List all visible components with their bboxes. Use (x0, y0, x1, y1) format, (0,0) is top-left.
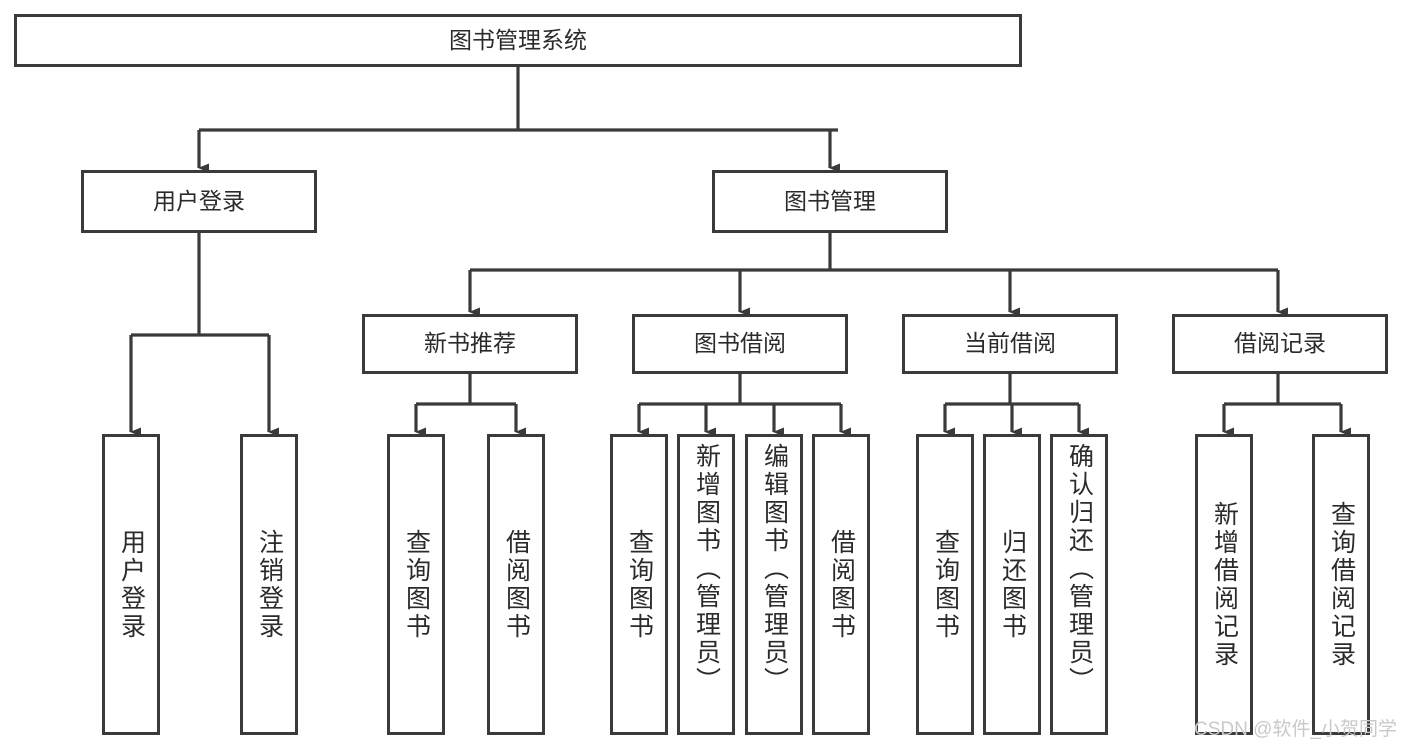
leaf-node-leaf-borrow-book-1[interactable]: 借阅图书 (487, 434, 545, 735)
node-label-root: 图书管理系统 (449, 26, 587, 53)
node-label-leaf-edit-book: 编辑图书（管理员） (760, 443, 789, 695)
level2-node-book-borrow[interactable]: 图书借阅 (632, 314, 848, 374)
node-label-leaf-user-logout: 注销登录 (255, 528, 284, 641)
node-label-leaf-add-book: 新增图书（管理员） (692, 443, 721, 695)
node-label-book-borrow: 图书借阅 (694, 330, 786, 357)
level1-node-user-login[interactable]: 用户登录 (81, 170, 317, 233)
node-label-leaf-query-book-2: 查询图书 (625, 528, 654, 641)
level1-node-book-manage[interactable]: 图书管理 (712, 170, 948, 233)
node-label-leaf-query-book-3: 查询图书 (931, 528, 960, 641)
leaf-node-leaf-edit-book[interactable]: 编辑图书（管理员） (745, 434, 803, 735)
leaf-node-leaf-query-book-2[interactable]: 查询图书 (610, 434, 668, 735)
node-label-leaf-query-record: 查询借阅记录 (1327, 500, 1356, 669)
node-label-leaf-return-book: 归还图书 (998, 528, 1027, 641)
node-label-borrow-record: 借阅记录 (1234, 330, 1326, 357)
leaf-node-leaf-query-record[interactable]: 查询借阅记录 (1312, 434, 1370, 735)
node-label-leaf-confirm-return: 确认归还（管理员） (1065, 443, 1094, 695)
level2-node-new-book-rec[interactable]: 新书推荐 (362, 314, 578, 374)
node-label-leaf-borrow-book-1: 借阅图书 (502, 528, 531, 641)
level2-node-borrow-record[interactable]: 借阅记录 (1172, 314, 1388, 374)
leaf-node-leaf-query-book-3[interactable]: 查询图书 (916, 434, 974, 735)
leaf-node-leaf-user-login[interactable]: 用户登录 (102, 434, 160, 735)
node-label-leaf-user-login: 用户登录 (117, 528, 146, 641)
root-node-root[interactable]: 图书管理系统 (14, 14, 1022, 67)
leaf-node-leaf-user-logout[interactable]: 注销登录 (240, 434, 298, 735)
level2-node-current-borrow[interactable]: 当前借阅 (902, 314, 1118, 374)
node-label-current-borrow: 当前借阅 (964, 330, 1056, 357)
connector-group (129, 67, 1351, 437)
leaf-node-leaf-confirm-return[interactable]: 确认归还（管理员） (1050, 434, 1108, 735)
node-label-leaf-query-book-1: 查询图书 (402, 528, 431, 641)
node-label-leaf-borrow-book-2: 借阅图书 (827, 528, 856, 641)
node-label-leaf-add-record: 新增借阅记录 (1210, 500, 1239, 669)
node-label-user-login: 用户登录 (153, 187, 245, 214)
leaf-node-leaf-borrow-book-2[interactable]: 借阅图书 (812, 434, 870, 735)
leaf-node-leaf-add-record[interactable]: 新增借阅记录 (1195, 434, 1253, 735)
node-label-book-manage: 图书管理 (784, 187, 876, 214)
leaf-node-leaf-query-book-1[interactable]: 查询图书 (387, 434, 445, 735)
leaf-node-leaf-return-book[interactable]: 归还图书 (983, 434, 1041, 735)
node-label-new-book-rec: 新书推荐 (424, 330, 516, 357)
leaf-node-leaf-add-book[interactable]: 新增图书（管理员） (677, 434, 735, 735)
